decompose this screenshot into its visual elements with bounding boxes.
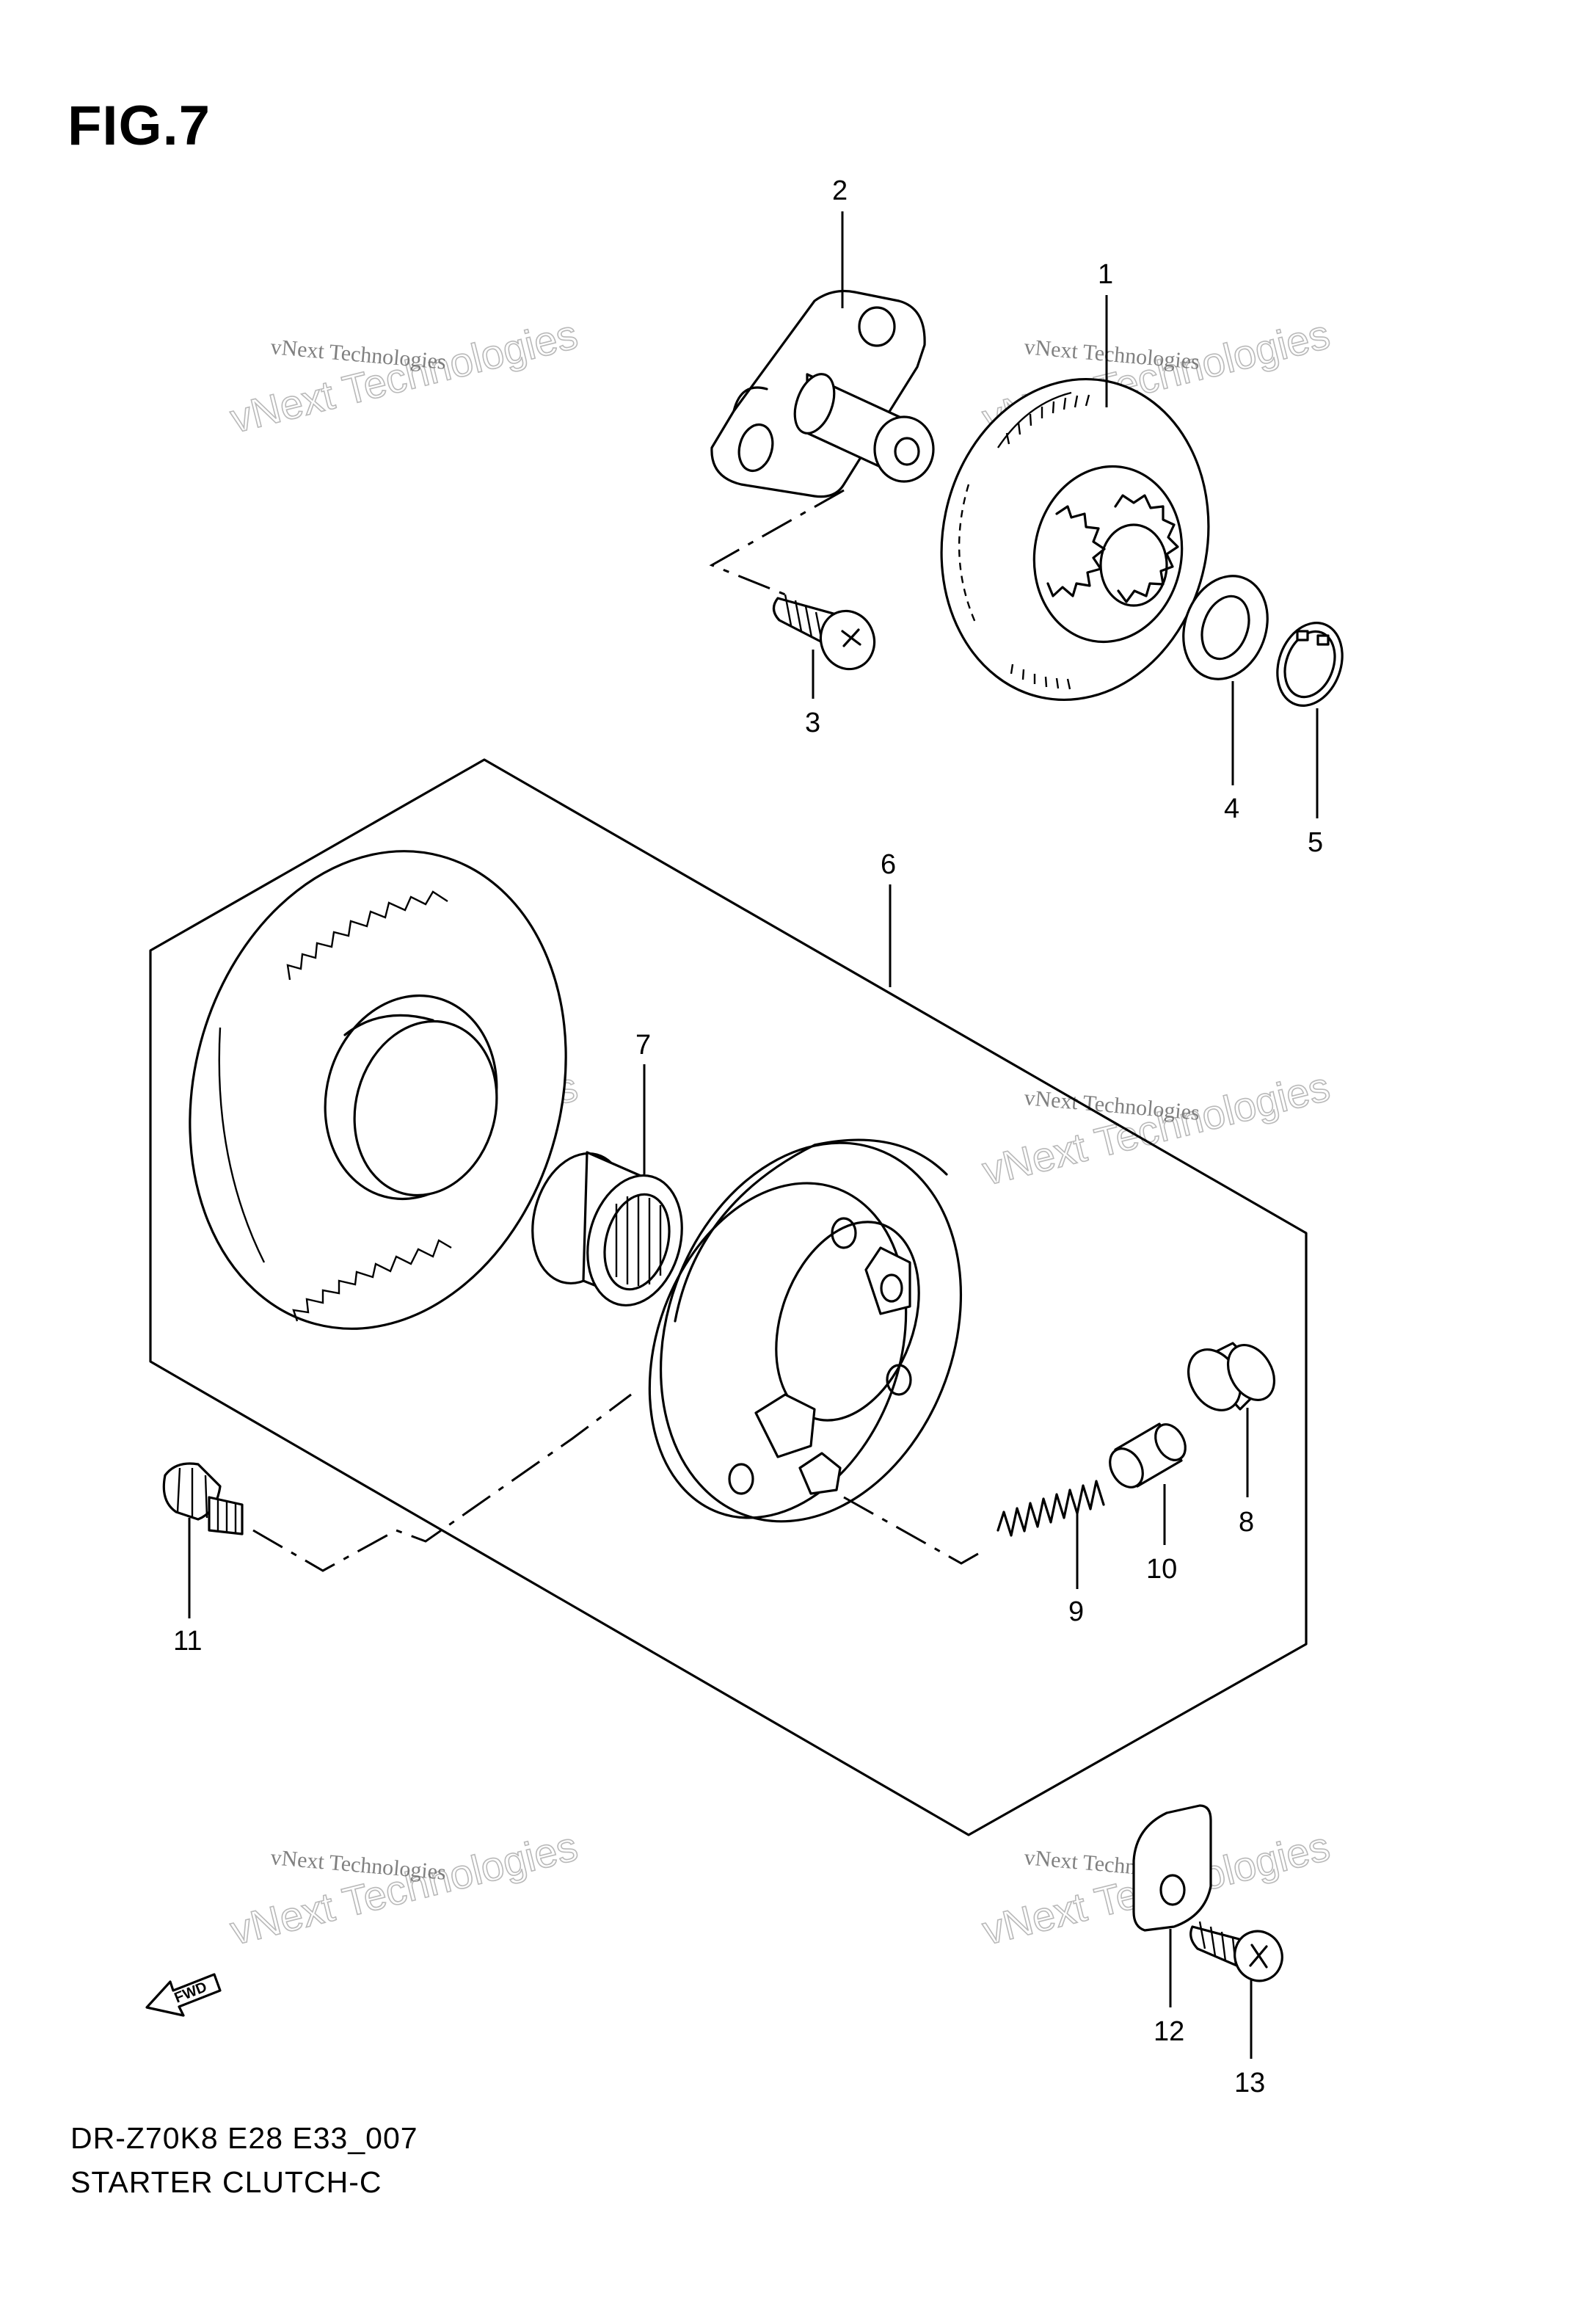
callout-5: 5: [1308, 827, 1323, 858]
part-13-screw[interactable]: [1189, 1921, 1289, 1988]
part-5-circlip[interactable]: [1267, 614, 1354, 715]
part-9-spring[interactable]: [996, 1480, 1105, 1537]
callout-1: 1: [1098, 259, 1113, 290]
part-11-bolt[interactable]: [162, 1462, 244, 1535]
diagram-name: STARTER CLUTCH-C: [70, 2165, 382, 2199]
figure-title: FIG.7: [68, 95, 211, 157]
part-6-driven-gear[interactable]: [138, 809, 618, 1372]
callout-12: 12: [1154, 2016, 1184, 2047]
part-2-bracket-shaft[interactable]: [710, 289, 935, 498]
callout-8: 8: [1239, 1507, 1254, 1538]
watermark-bottom-left: vNext Technologies vNext Technologies: [225, 1822, 583, 1954]
part-12-lock-plate[interactable]: [1132, 1804, 1212, 1932]
part-3-screw[interactable]: [772, 594, 882, 677]
assembly-line-11-6: [252, 1393, 632, 1572]
watermark-mid-right: vNext Technologies vNext Technologies: [977, 1062, 1335, 1194]
diagram-code: DR-Z70K8 E28 E33_007: [70, 2121, 418, 2155]
assembly-line-6-9: [843, 1496, 988, 1565]
part-1-gear-assembly[interactable]: [912, 354, 1238, 724]
callout-6: 6: [881, 849, 896, 880]
watermark-outline-text: vNext Technologies: [226, 1822, 582, 1953]
callout-7: 7: [635, 1030, 651, 1061]
callout-13: 13: [1234, 2068, 1265, 2098]
callout-numbers: 2 1 3 4 5 6 7 8 9 10 11 12 13: [173, 175, 1323, 2098]
fwd-direction-arrow-icon: FWD: [145, 1973, 222, 2017]
callout-11: 11: [173, 1626, 202, 1657]
part-7-needle-bearing[interactable]: [519, 1143, 696, 1316]
assembly-line-2-3: [709, 489, 845, 596]
part-8-roller[interactable]: [1178, 1337, 1283, 1419]
callout-4: 4: [1224, 793, 1239, 824]
callout-leaders: [188, 211, 1319, 2059]
watermark-outline-text: vNext Technologies: [978, 1063, 1334, 1193]
callout-2: 2: [832, 175, 848, 206]
watermark-top-left: vNext Technologies vNext Technologies: [225, 310, 583, 442]
part-10-plunger[interactable]: [1104, 1419, 1192, 1493]
part-4-washer[interactable]: [1170, 564, 1282, 691]
part-6-clutch-housing[interactable]: [605, 1100, 1012, 1563]
callout-3: 3: [805, 708, 820, 738]
callout-10: 10: [1146, 1554, 1177, 1585]
part-6-assembly-frame: [149, 758, 1308, 1836]
callout-9: 9: [1068, 1596, 1084, 1627]
watermark-outline-text: vNext Technologies: [226, 310, 582, 441]
